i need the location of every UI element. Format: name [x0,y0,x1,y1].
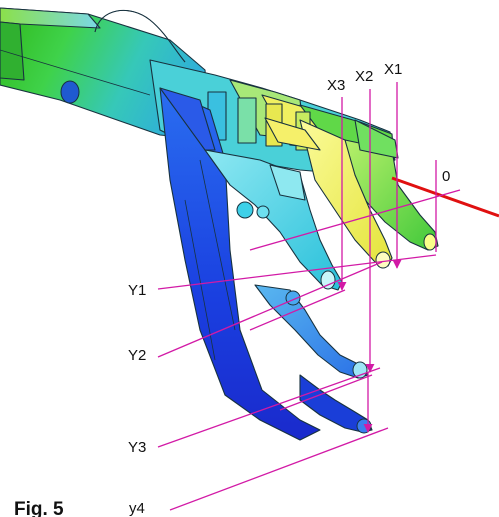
figure-caption: Fig. 5 [14,499,64,517]
label-y4: y4 [129,500,145,517]
label-y3: Y3 [128,439,146,456]
red-reference-axis [391,176,499,218]
y2b-guide-line [249,289,346,331]
boom-pivot-hole [60,80,80,104]
y3-guide-line [157,367,381,448]
label-x2: X2 [355,68,373,85]
label-x1: X1 [384,61,402,78]
finger-light-blue [254,284,369,379]
finger-yellow [264,117,393,269]
label-y2: Y2 [128,347,146,364]
origin-diagonal [249,189,461,251]
guide-lines [157,82,461,511]
y2-guide-line [157,261,383,358]
y1-guide-line [157,254,437,290]
label-origin: 0 [442,168,450,185]
blue-back-plate [159,87,321,441]
label-x3: X3 [327,77,345,94]
y3b-guide-line [279,374,373,411]
y4-guide-line [169,427,389,511]
label-y1: Y1 [128,282,146,299]
